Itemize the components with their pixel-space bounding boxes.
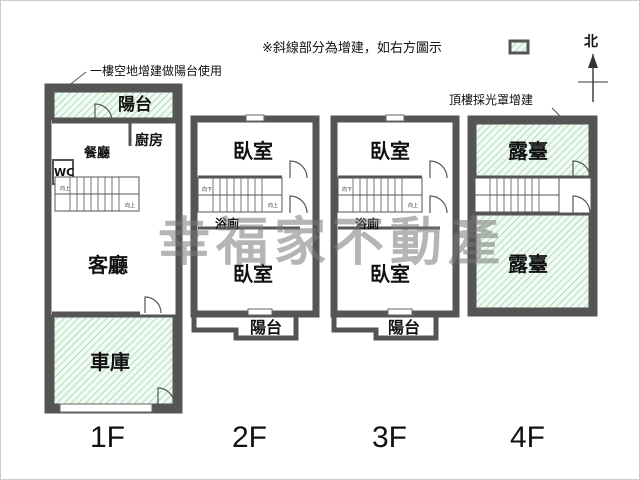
legend-hatch-swatch [508,39,530,55]
first-floor-note: 一樓空地增建做陽台使用 [90,63,222,78]
stair-label: 向下 [202,186,212,193]
north-label: 北 [584,34,598,50]
room-label-terrace: 露臺 [508,139,548,163]
stair-label: 向上 [60,185,70,192]
stair-label: 向上 [268,202,278,209]
floor-3f: 向下 向上 [330,114,460,341]
door-icon [572,195,591,214]
door-icon [289,160,308,179]
door-icon [289,195,308,214]
watermark: 幸福家不動產 [158,213,506,273]
room-label-bathroom: 浴廁 [355,216,379,231]
floor-1f: 向上 向上 [44,83,183,414]
door-icon [94,103,113,122]
garage-door [59,403,153,413]
stairs-1f: 向上 向上 [54,176,140,212]
stair-label: 向上 [408,202,418,209]
legend-text: ※斜線部分為增建，如右方圖示 [262,40,442,56]
floor-1f-balcony-area [51,89,176,121]
north-arrow-icon [578,54,608,102]
stairs-2f: 向下 向上 [197,177,283,213]
door-icon [429,195,448,214]
room-label-dining: 餐廳 [83,145,110,161]
floor-label-1f: 1F [90,421,125,454]
room-label-bedroom: 臥室 [370,262,410,286]
floor-label-2f: 2F [232,421,267,454]
door-icon [429,160,448,179]
door-icon [572,160,591,179]
room-label-bathroom: 浴廁 [215,216,239,231]
floor-4f [467,115,598,317]
floor-4f-terrace-top-area [473,121,592,179]
room-label-bedroom: 臥室 [370,139,410,163]
room-label-terrace: 露臺 [508,252,548,276]
door-icon [144,296,162,314]
room-label-bedroom: 臥室 [233,139,273,163]
room-label-kitchen: 廚房 [135,132,163,149]
door-icon [157,387,175,405]
room-label-wc: WC [54,166,74,179]
floor-4f-terrace-bottom-area [473,212,592,311]
stair-label: 向上 [125,202,135,209]
room-label-balcony: 陽台 [250,318,282,337]
room-label-garage: 車庫 [90,350,130,374]
floor-3f-balcony-outline [331,312,439,341]
stair-label: 向下 [342,186,352,193]
stairs-4f [474,177,560,213]
room-label-balcony: 陽台 [118,94,152,115]
room-label-living: 客廳 [87,253,128,277]
floor-2f-balcony-outline [191,312,299,341]
room-label-balcony: 陽台 [388,318,420,337]
roof-note: 頂樓採光罩增建 [449,92,533,107]
floor-1f-garage-area [51,314,176,407]
floor-label-4f: 4F [510,421,545,454]
floor-2f: 向下 向上 [190,114,320,341]
stairs-3f: 向下 向上 [337,177,423,213]
floor-label-3f: 3F [372,421,407,454]
room-label-bedroom: 臥室 [233,262,273,286]
